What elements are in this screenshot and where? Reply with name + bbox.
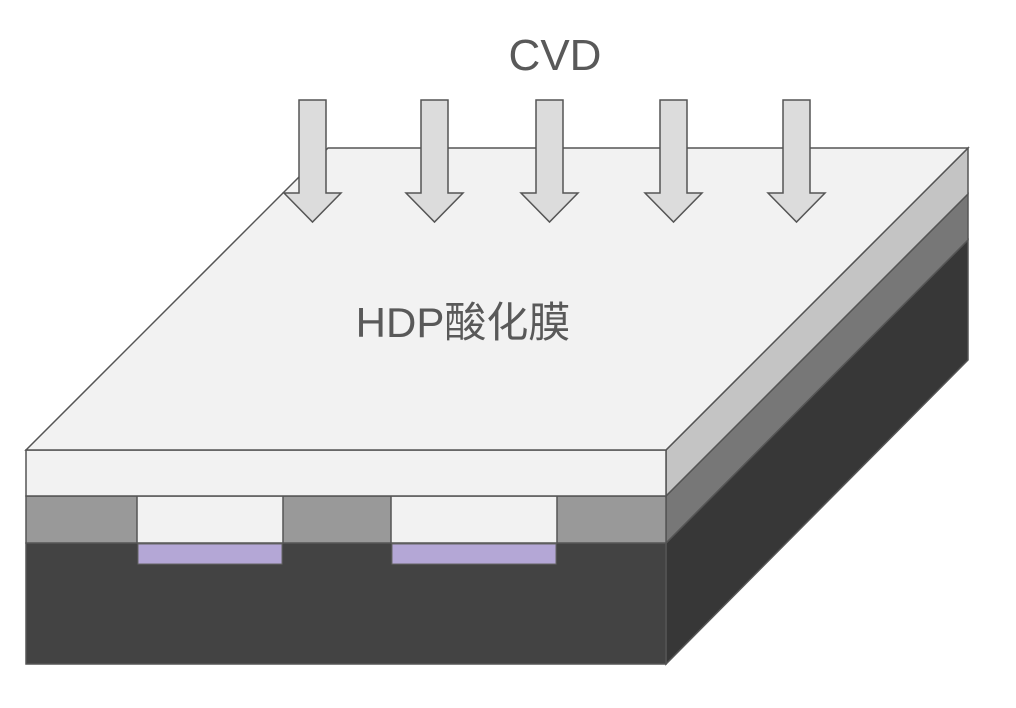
trench-liner-right (391, 543, 557, 565)
middle-layer (25, 192, 969, 545)
process-label: CVD (509, 31, 602, 80)
down-arrow-icon (282, 99, 343, 224)
down-arrow-icon (404, 99, 465, 224)
trench-liner-left (137, 543, 283, 565)
deposition-arrows (282, 99, 827, 224)
trench-fill-left (136, 495, 284, 544)
trenches (136, 495, 558, 565)
substrate (25, 238, 969, 666)
trench-fill-right (390, 495, 558, 544)
film-top-face (24, 147, 970, 451)
middle-layer-front-face (25, 495, 667, 544)
substrate-front-face (25, 542, 667, 665)
down-arrow-icon (643, 99, 704, 224)
down-arrow-icon (519, 99, 580, 224)
film-front-face (25, 449, 667, 497)
down-arrow-icon (766, 99, 827, 224)
film-label: HDP酸化膜 (356, 299, 571, 346)
hdp-oxide-film (24, 146, 970, 498)
